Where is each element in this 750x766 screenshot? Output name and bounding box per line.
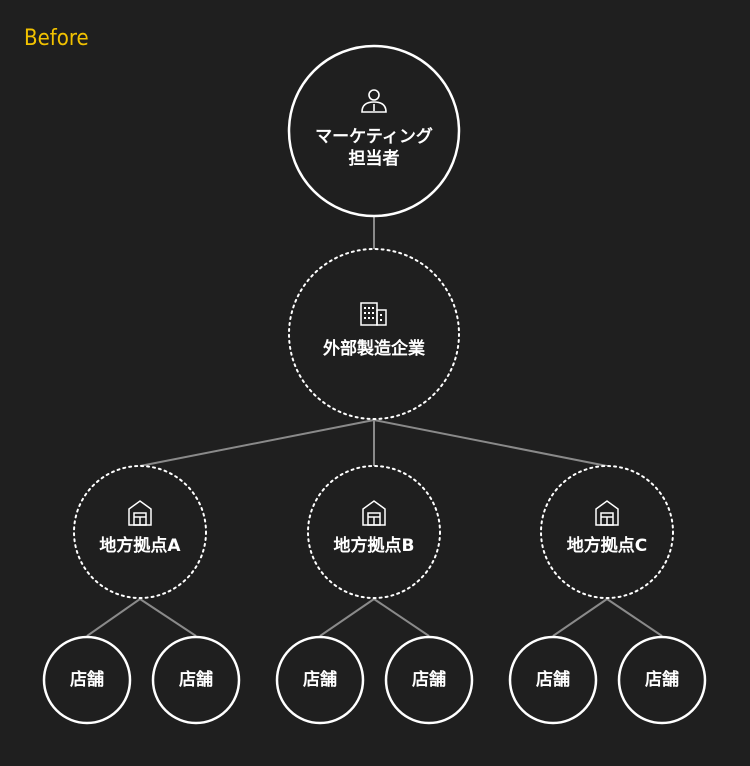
person-icon <box>361 89 387 113</box>
edge-manufacturer-base-a <box>139 419 375 467</box>
store-label-6: 店舗 <box>645 670 679 690</box>
warehouse-icon <box>595 500 619 526</box>
edge-base-b-store-4 <box>373 598 430 637</box>
before-tag: Before <box>24 26 89 51</box>
base-node-a <box>73 465 207 599</box>
base-a-label: 地方拠点A <box>99 536 181 556</box>
edge-base-b-store-3 <box>319 598 375 637</box>
edge-base-c-store-6 <box>606 598 663 637</box>
store-label-5: 店舗 <box>536 670 570 690</box>
warehouse-icon <box>362 500 386 526</box>
manufacturer-label: 外部製造企業 <box>323 339 425 359</box>
store-node-6 <box>617 635 707 725</box>
store-label-2: 店舗 <box>179 670 213 690</box>
base-node-b <box>307 465 441 599</box>
base-b-label: 地方拠点B <box>333 536 415 556</box>
bases-layer <box>73 465 674 599</box>
store-node-2 <box>151 635 241 725</box>
store-label-3: 店舗 <box>303 670 337 690</box>
manufacturer-node <box>288 248 460 420</box>
marketer-label-line2: 担当者 <box>348 149 400 169</box>
base-node-c <box>540 465 674 599</box>
store-node-5 <box>508 635 598 725</box>
store-node-3 <box>275 635 365 725</box>
warehouse-icon <box>128 500 152 526</box>
base-c-label: 地方拠点C <box>566 536 648 556</box>
stores-layer <box>42 635 707 725</box>
edge-base-c-store-5 <box>552 598 608 637</box>
edge-base-a-store-2 <box>139 598 197 637</box>
building-icon <box>360 302 387 326</box>
marketer-label: マーケティング 担当者 <box>315 126 433 170</box>
marketer-label-line1: マーケティング <box>315 127 433 147</box>
store-node-1 <box>42 635 132 725</box>
store-label-1: 店舗 <box>70 670 104 690</box>
store-label-4: 店舗 <box>412 670 446 690</box>
edges <box>86 216 663 637</box>
marketer-node <box>287 44 461 218</box>
edge-manufacturer-base-c <box>373 419 608 467</box>
edge-base-a-store-1 <box>86 598 141 637</box>
store-node-4 <box>384 635 474 725</box>
